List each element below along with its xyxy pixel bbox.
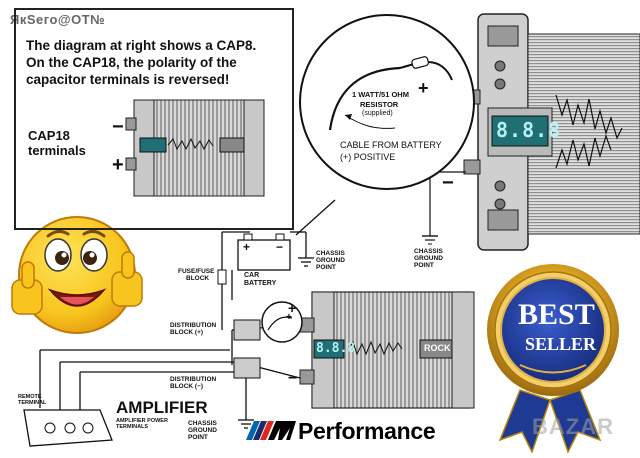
distribution-block-pos: [233, 319, 261, 341]
right-cap-display: 8.8.8: [496, 118, 562, 142]
dist-pos-label-2: BLOCK (+): [170, 329, 204, 336]
remote-label-2: TERMINAL: [18, 400, 47, 406]
dist-pos-label-1: DISTRIBUTION: [170, 322, 217, 329]
cap18-plus-sign: +: [112, 154, 124, 176]
note-box: The diagram at right shows a CAP8. On th…: [14, 8, 294, 230]
m-performance-text: Performance: [298, 418, 436, 444]
battery-plus-sign: +: [243, 240, 251, 254]
terminals-label: terminals: [28, 143, 86, 158]
magnifier-circle: [299, 14, 475, 190]
battery-label-2: BATTERY: [244, 280, 277, 287]
best-seller-badge-icon: [487, 264, 619, 454]
resistor-line-2: RESISTOR: [360, 100, 399, 109]
right-ground-label-3: POINT: [414, 262, 434, 269]
watermark-text: ЯкSего@ОТ№: [10, 12, 106, 27]
cable-line-1: CABLE FROM BATTERY: [340, 140, 442, 150]
chassis-top-label-3: POINT: [316, 264, 336, 271]
small-magnifier-plus-sign: +: [286, 312, 292, 323]
battery-label-1: CAR: [244, 272, 260, 279]
capacitor-right: [422, 13, 640, 251]
capacitor-bottom: [299, 291, 475, 409]
resistor-plus-sign: +: [418, 78, 429, 98]
amp-sub-label-1: AMPLIFIER POWER: [116, 418, 168, 424]
thumbs-up-emoji-icon: [11, 216, 143, 334]
fuse-label-2: BLOCK: [186, 275, 210, 282]
cable-line-2: (+) POSITIVE: [340, 152, 396, 162]
bazar-watermark: BAZAR: [532, 414, 614, 439]
bottom-cap-logo: ROCK: [424, 343, 451, 353]
note-line-3: capacitor terminals is reversed!: [26, 72, 230, 87]
right-cap-minus-sign: −: [442, 172, 454, 194]
remote-label-1: REMOTE: [18, 394, 42, 400]
amp-sub-label-2: TERMINALS: [116, 424, 149, 430]
dist-neg-label-1: DISTRIBUTION: [170, 376, 217, 383]
distribution-block-neg: [233, 357, 261, 379]
right-ground-label-1: CHASSIS: [414, 248, 443, 255]
battery-minus-sign: −: [276, 240, 284, 254]
small-magnifier: [261, 301, 303, 343]
dist-neg-label-2: BLOCK (−): [170, 383, 204, 390]
fuse: [217, 269, 227, 285]
bottom-minus-sign: −: [288, 370, 298, 387]
chassis-top-label-2: GROUND: [316, 257, 345, 264]
fuse-label-1: FUSE/FUSE: [178, 268, 215, 275]
wiring: [39, 199, 336, 429]
note-line-1: The diagram at right shows a CAP8.: [26, 38, 257, 53]
cap18-mini-capacitor: [125, 99, 265, 197]
bottom-plus-sign: +: [288, 300, 297, 316]
car-battery: [237, 233, 291, 271]
cap18-minus-sign: −: [112, 116, 124, 138]
amplifier-label: AMPLIFIER: [116, 398, 208, 417]
cap18-label: CAP18: [28, 128, 70, 143]
badge-best-text: BEST: [518, 298, 595, 331]
chassis-bottom-label-2: GROUND: [188, 427, 217, 434]
right-ground-label-2: GROUND: [414, 255, 443, 262]
chassis-bottom-label-3: POINT: [188, 434, 208, 441]
m-performance-logo-icon: [246, 421, 296, 440]
note-line-2: On the CAP18, the polarity of the: [26, 55, 237, 70]
badge-seller-text: SELLER: [525, 334, 597, 354]
resistor-line-3: (supplied): [362, 110, 393, 117]
chassis-bottom-label-1: CHASSIS: [188, 420, 217, 427]
bottom-cap-display: 8.8.8: [316, 341, 356, 356]
resistor-line-1: 1 WATT/51 OHM: [352, 90, 409, 99]
chassis-top-label-1: CHASSIS: [316, 250, 345, 257]
amplifier-unit: [23, 409, 113, 447]
